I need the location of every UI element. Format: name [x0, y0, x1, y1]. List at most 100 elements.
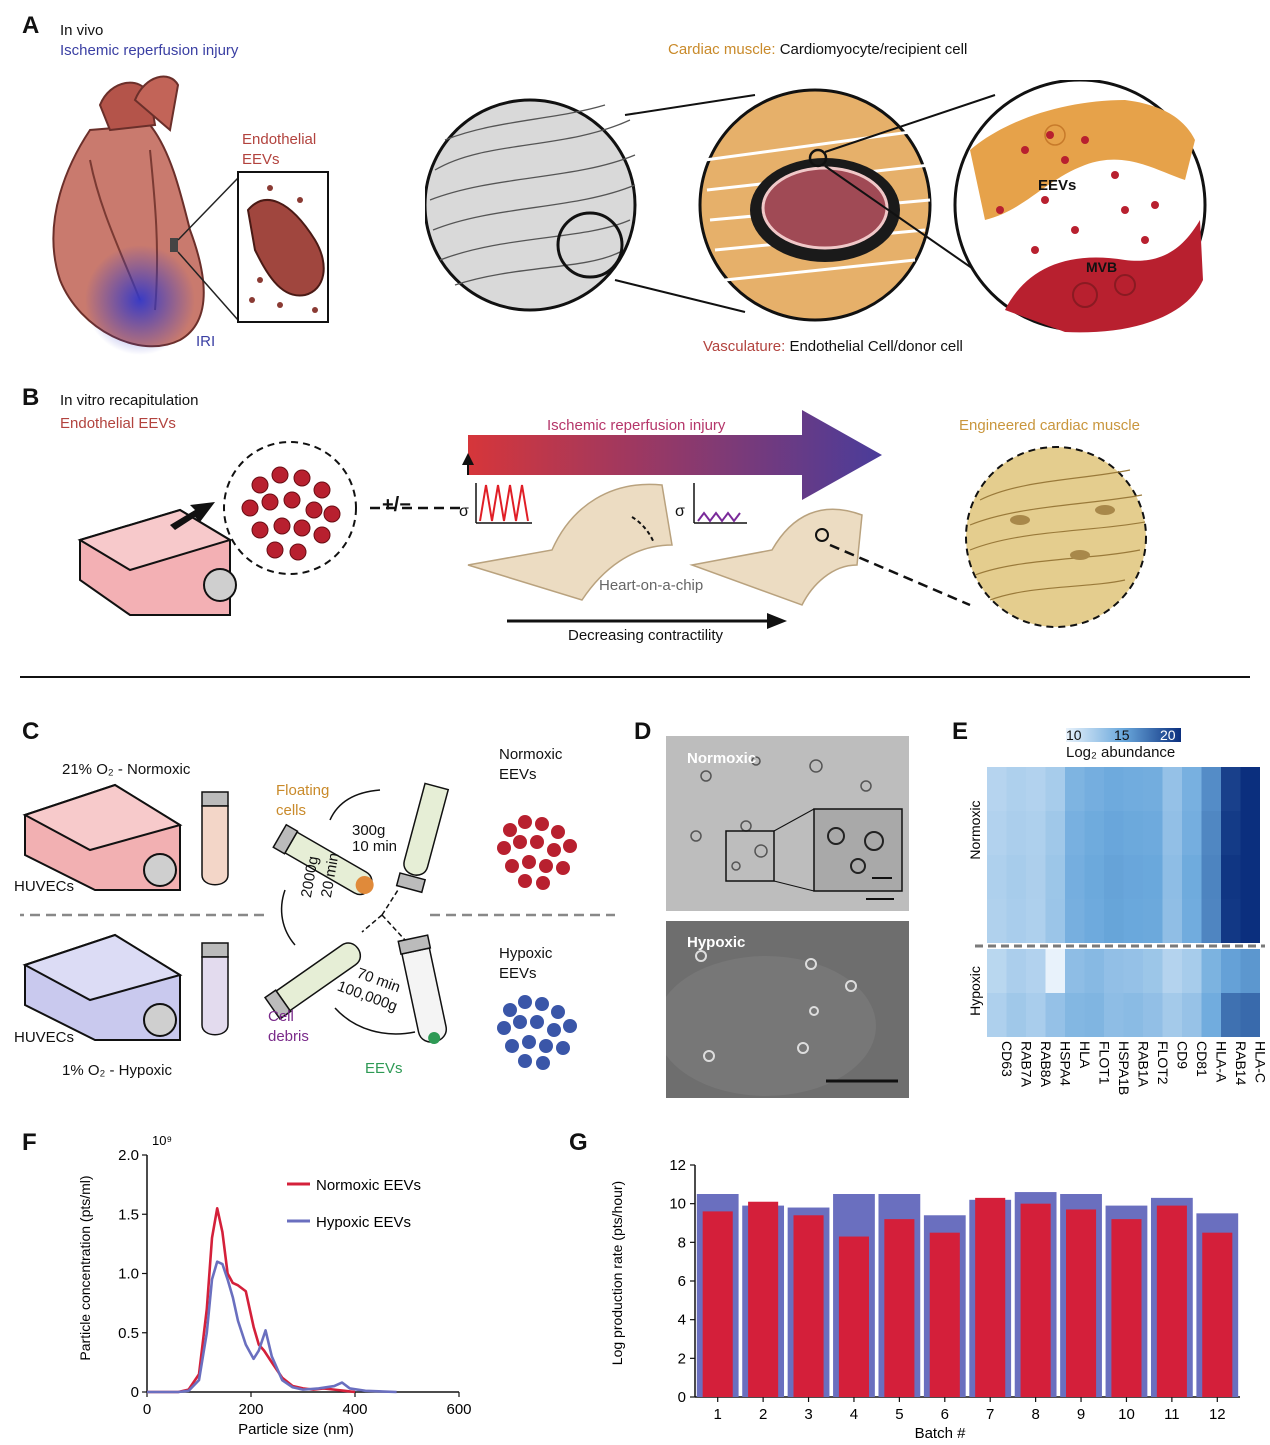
sigma-label-1: σ	[459, 503, 469, 520]
heatmap-col-label: HLA-A	[1213, 1041, 1229, 1083]
tem-normoxic-label: Normoxic	[687, 750, 757, 767]
normoxic-condition-label: 21% O₂ - Normoxic	[62, 761, 191, 778]
heatmap-cell	[987, 949, 1007, 993]
heatmap-cell	[1201, 811, 1221, 855]
heatmap-cell	[1240, 993, 1260, 1037]
heatmap-col-label: RAB1A	[1135, 1041, 1151, 1088]
heatmap-cell	[1240, 855, 1260, 899]
heatmap-cell	[1065, 767, 1085, 811]
heatmap-cell	[1026, 949, 1046, 993]
f-legend-label: Normoxic EEVs	[316, 1177, 421, 1194]
heatmap-cell	[1104, 993, 1124, 1037]
huvecs-label-top: HUVECs	[14, 878, 75, 895]
scale-tick-15: 15	[1114, 727, 1130, 743]
heatmap-cell	[1045, 767, 1065, 811]
g-ytick-label: 2	[678, 1350, 686, 1367]
heatmap-cell	[1201, 949, 1221, 993]
heatmap-cell	[1045, 993, 1065, 1037]
heatmap-cell	[1065, 811, 1085, 855]
normoxic-eevs-label-1: Normoxic	[499, 746, 563, 763]
heatmap-cell	[987, 899, 1007, 943]
heatmap-cell	[1143, 811, 1163, 855]
panel-e-letter: E	[952, 718, 969, 745]
heatmap-cell	[1221, 993, 1241, 1037]
scale-title: Log₂ abundance	[1066, 744, 1176, 761]
section-divider	[20, 676, 1250, 678]
vasculature-desc: Endothelial Cell/donor cell	[789, 338, 963, 355]
g-xtick-label: 1	[714, 1406, 722, 1423]
in-vitro-label: In vitro recapitulation	[60, 392, 199, 409]
f-xtick-label: 200	[238, 1401, 263, 1418]
heatmap-cell	[1045, 811, 1065, 855]
g-ytick-label: 4	[678, 1312, 686, 1329]
g-xtick-label: 12	[1209, 1406, 1226, 1423]
hypoxic-eevs-label-2: EEVs	[499, 965, 537, 982]
g-xtick-label: 8	[1031, 1406, 1039, 1423]
heatmap-cell	[1162, 949, 1182, 993]
heatmap-cell	[1084, 993, 1104, 1037]
spin1-time: 10 min	[352, 838, 398, 855]
heatmap-cell	[1065, 949, 1085, 993]
heatmap-cell	[987, 767, 1007, 811]
g-ytick-label: 8	[678, 1234, 686, 1251]
heatmap-cell	[1084, 767, 1104, 811]
f-xlabel: Particle size (nm)	[238, 1421, 354, 1438]
f-ytick-label: 0.5	[118, 1325, 139, 1342]
heatmap-cell	[1026, 811, 1046, 855]
mvb-label: MVB	[1086, 259, 1118, 275]
g-bar-foreground	[702, 1211, 733, 1397]
engineered-muscle-illustration	[829, 446, 1147, 628]
flask-and-eev-illustration	[77, 441, 465, 616]
heatmap-cell	[1143, 767, 1163, 811]
heatmap-cell	[1104, 855, 1124, 899]
eev-isolation-workflow	[20, 782, 615, 1070]
tem-micrographs	[666, 736, 909, 1098]
heatmap-cell	[1123, 949, 1143, 993]
heatmap-col-label: CD81	[1194, 1041, 1210, 1077]
endothelial-eevs-b-label: Endothelial EEVs	[60, 415, 176, 432]
floating-cells-label-2: cells	[276, 802, 307, 819]
heatmap-cell	[1065, 899, 1085, 943]
heatmap-col-label: HLA	[1077, 1041, 1093, 1069]
scale-tick-10: 10	[1066, 727, 1082, 743]
heatmap-cell	[1182, 993, 1202, 1037]
f-ytick-label: 1.5	[118, 1206, 139, 1223]
f-xtick-label: 400	[342, 1401, 367, 1418]
heatmap-cell	[987, 811, 1007, 855]
heatmap-cell	[1006, 767, 1026, 811]
heatmap-cell	[1221, 949, 1241, 993]
heatmap-row-group-normoxic: Normoxic	[967, 800, 983, 859]
heatmap-col-label: CD63	[999, 1041, 1015, 1077]
plus-minus-label: +/−	[382, 494, 411, 516]
g-ytick-label: 12	[669, 1157, 686, 1174]
heatmap-cell	[1182, 811, 1202, 855]
heatmap-cell	[1182, 767, 1202, 811]
heatmap-cell	[1201, 899, 1221, 943]
hypoxic-eevs-label-1: Hypoxic	[499, 945, 553, 962]
color-scale-bar	[1066, 728, 1181, 742]
g-bar-foreground	[884, 1219, 915, 1397]
heatmap-cell	[1182, 949, 1202, 993]
iri-gradient-arrow	[462, 410, 882, 606]
heatmap-cell	[1045, 899, 1065, 943]
f-series-line	[147, 1260, 397, 1394]
heatmap-col-label: HSPA1B	[1116, 1041, 1132, 1095]
heatmap-cell	[1221, 767, 1241, 811]
g-bar-foreground	[975, 1197, 1006, 1397]
g-bar-foreground	[793, 1215, 824, 1397]
heatmap-cell	[1084, 855, 1104, 899]
heatmap-cell	[1026, 993, 1046, 1037]
panel-f-letter: F	[22, 1129, 37, 1156]
hypoxic-condition-label: 1% O₂ - Hypoxic	[62, 1062, 173, 1079]
cell-debris-label-2: debris	[268, 1028, 309, 1045]
endothelial-eevs-label-1: Endothelial	[242, 131, 317, 148]
heatmap-col-label: FLOT2	[1155, 1041, 1171, 1085]
heatmap-cell	[1065, 855, 1085, 899]
endothelial-eevs-label-2: EEVs	[242, 151, 280, 168]
heatmap-cell	[1162, 993, 1182, 1037]
heatmap-cell	[1084, 899, 1104, 943]
heatmap-cell	[1123, 811, 1143, 855]
g-ytick-label: 10	[669, 1196, 686, 1213]
g-bar-foreground	[1111, 1219, 1142, 1397]
